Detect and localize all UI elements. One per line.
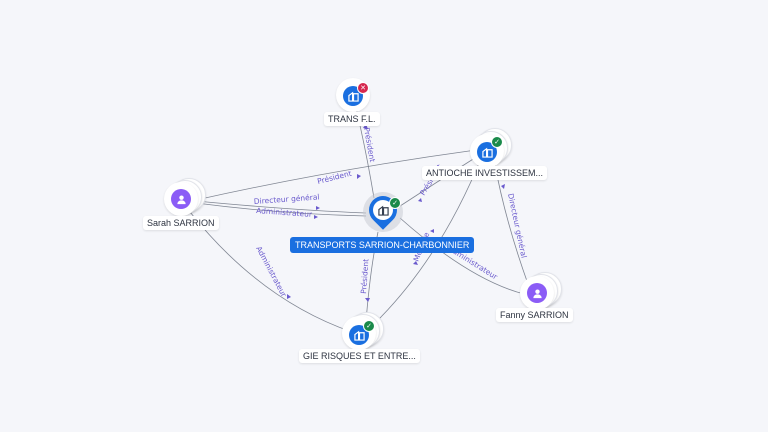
edge-label-transports-admin: Administrateur [256,206,313,219]
node-label-transports-sarrion-charbonnier[interactable]: TRANSPORTS SARRION-CHARBONNIER [290,237,475,253]
status-closed-icon: ✕ [357,82,369,94]
status-active-icon: ✓ [363,320,375,332]
edge-sarah-transports-dg[interactable] [195,200,367,214]
node-label-trans-fl[interactable]: TRANS F.L. [324,112,380,126]
node-label-gie-risques[interactable]: GIE RISQUES ET ENTRE... [299,349,420,363]
node-label-antioche[interactable]: ANTIOCHE INVESTISSEM... [422,166,548,180]
arrow-icon [287,294,291,299]
edge-label-antioche-president-sarah: Président [316,169,352,186]
node-label-sarah-sarrion[interactable]: Sarah SARRION [143,216,219,230]
building-icon [373,200,393,220]
arrow-icon [501,184,505,189]
arrow-icon [418,198,422,202]
arrow-icon [365,298,370,302]
edge-fanny-transports[interactable] [399,217,525,295]
edge-label-gie-admin: Administrateur [254,245,289,299]
arrow-icon [413,261,418,265]
status-active-icon: ✓ [491,136,503,148]
status-active-icon: ✓ [389,197,401,209]
building-icon [477,142,497,162]
arrow-icon [363,124,368,129]
edge-label-transports-dg: Directeur général [254,192,320,206]
edge-label-gie-president: Président [359,259,370,295]
edge-sarah-gie[interactable] [189,211,353,333]
person-icon [171,189,191,209]
edge-sarah-antioche[interactable] [195,149,477,201]
arrow-icon [316,206,320,210]
node-label-fanny-sarrion[interactable]: Fanny SARRION [496,308,573,322]
person-icon [527,283,547,303]
arrow-icon [357,174,361,179]
edge-sarah-transports-admin[interactable] [195,202,367,217]
edge-transports-antioche[interactable] [393,155,479,211]
arrow-icon [430,229,434,233]
arrow-icon [314,215,318,219]
